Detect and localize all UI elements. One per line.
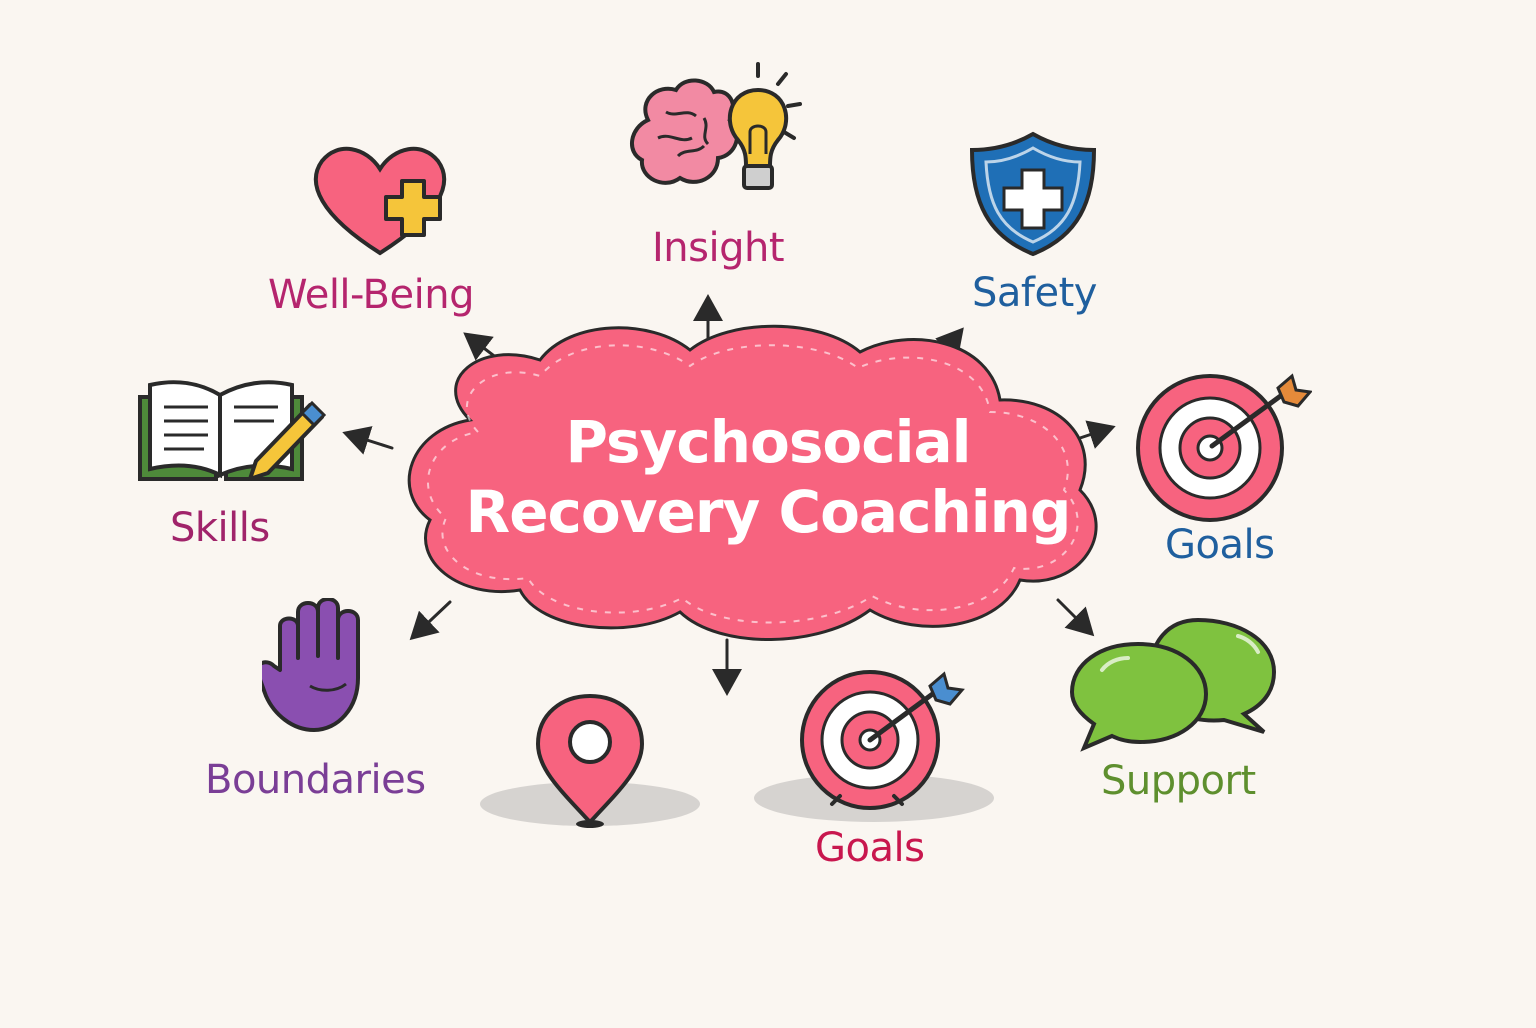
- arrow-to-skills: [342, 426, 394, 455]
- label-skills: Skills: [170, 505, 270, 551]
- open-book-pencil-icon: [138, 380, 326, 481]
- label-safety: Safety: [972, 270, 1097, 316]
- arrow-to-support: [1056, 598, 1095, 637]
- center-title-line2: Recovery Coaching: [465, 478, 1072, 546]
- target-arrow-icon: [754, 670, 994, 822]
- label-insight: Insight: [652, 225, 785, 271]
- target-arrow-icon: [1136, 373, 1312, 522]
- center-title-line1: Psychosocial: [565, 408, 972, 476]
- label-well-being: Well-Being: [268, 272, 474, 318]
- speech-bubbles-icon: [1069, 617, 1277, 752]
- label-goals-right: Goals: [1165, 522, 1275, 568]
- map-pin-icon: [480, 693, 700, 828]
- arrow-to-boundaries: [409, 600, 452, 641]
- central-cloud: [407, 324, 1098, 641]
- heart-plus-icon: [313, 146, 447, 256]
- shield-cross-icon: [969, 131, 1097, 257]
- label-goals-bottom: Goals: [815, 825, 925, 871]
- raised-hand-icon: [262, 598, 360, 732]
- label-boundaries: Boundaries: [205, 757, 426, 803]
- brain-lightbulb-icon: [630, 62, 802, 190]
- label-support: Support: [1101, 758, 1256, 804]
